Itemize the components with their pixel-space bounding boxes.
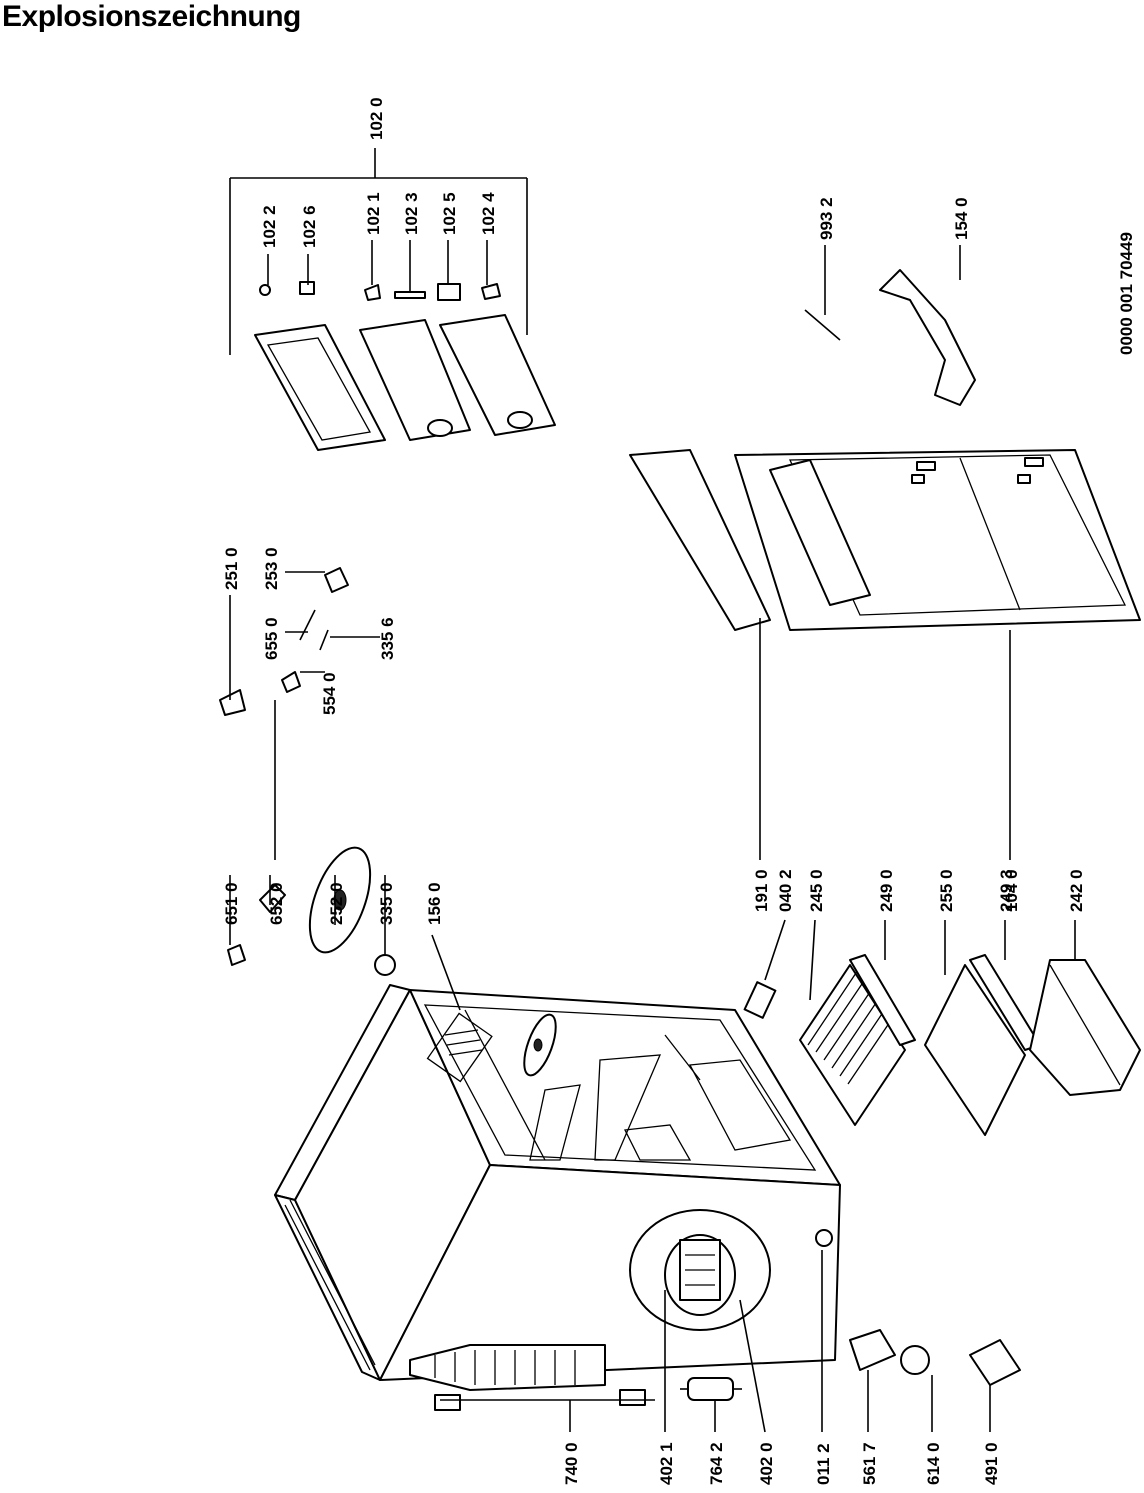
label-740-0: 740 0 xyxy=(562,1442,581,1485)
label-249-0: 249 0 xyxy=(877,869,896,912)
label-242-0: 242 0 xyxy=(1067,869,1086,912)
label-764-2: 764 2 xyxy=(707,1442,726,1485)
label-102-2: 102 2 xyxy=(260,205,279,248)
label-156-0: 156 0 xyxy=(425,882,444,925)
label-335-0: 335 0 xyxy=(377,882,396,925)
cabinet-drawing xyxy=(274,984,841,1381)
label-245-0: 245 0 xyxy=(807,869,826,912)
label-102-0: 102 0 xyxy=(367,97,386,140)
label-402-0: 402 0 xyxy=(757,1442,776,1485)
label-655-0: 655 0 xyxy=(262,617,281,660)
condenser-drawing xyxy=(409,1344,655,1411)
label-102-1: 102 1 xyxy=(364,192,383,235)
label-154-0: 154 0 xyxy=(952,197,971,240)
label-614-0: 614 0 xyxy=(924,1442,943,1485)
label-104-0: 104 0 xyxy=(1002,869,1021,912)
label-252-0: 252 0 xyxy=(327,882,346,925)
small-parts-drawing xyxy=(815,1229,1021,1386)
label-102-3: 102 3 xyxy=(402,192,421,235)
glass-shelf-drawing xyxy=(924,954,1041,1136)
label-993-2: 993 2 xyxy=(817,197,836,240)
label-255-0: 255 0 xyxy=(937,869,956,912)
label-102-5: 102 5 xyxy=(440,192,459,235)
label-554-0: 554 0 xyxy=(320,672,339,715)
page-title: Explosionszeichnung xyxy=(2,0,301,33)
wire-shelf-drawing xyxy=(799,954,916,1126)
leader-lines xyxy=(229,148,1076,1433)
thermostat-group-drawing xyxy=(219,567,396,976)
label-040-2: 040 2 xyxy=(776,869,795,912)
filter-drier-drawing xyxy=(680,1377,742,1401)
label-561-7: 561 7 xyxy=(860,1442,879,1485)
freezer-door-drawing xyxy=(254,281,556,451)
part-labels: 740 0 402 1 764 2 402 0 011 2 561 7 614 … xyxy=(222,97,1136,1485)
label-491-0: 491 0 xyxy=(982,1442,1001,1485)
screw-drawing xyxy=(804,309,841,341)
bracket-drawing xyxy=(743,981,777,1019)
label-335-6: 335 6 xyxy=(378,617,397,660)
label-011-2: 011 2 xyxy=(814,1443,833,1485)
door-handle-drawing xyxy=(879,269,976,406)
label-251-0: 251 0 xyxy=(222,547,241,590)
label-652-0: 652 0 xyxy=(267,882,286,925)
label-651-0: 651 0 xyxy=(222,882,241,925)
label-102-6: 102 6 xyxy=(300,205,319,248)
door-drawing xyxy=(629,449,1141,631)
label-191-0: 191 0 xyxy=(752,869,771,912)
crisper-drawer-drawing xyxy=(1029,959,1141,1096)
label-102-4: 102 4 xyxy=(479,192,498,235)
doc-number: 0000 001 70449 xyxy=(1117,232,1136,355)
label-253-0: 253 0 xyxy=(262,547,281,590)
label-249-3: 249 3 xyxy=(997,869,1016,912)
label-402-1: 402 1 xyxy=(657,1442,676,1485)
